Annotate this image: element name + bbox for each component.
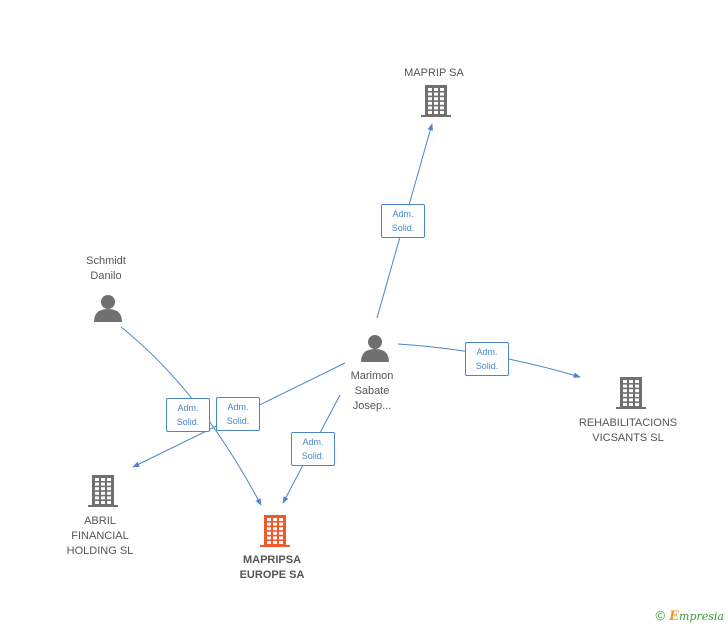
person-icon-marimon[interactable] xyxy=(361,335,389,362)
edge-label-marimon-abril[interactable]: Adm. Solid. xyxy=(216,397,260,431)
icons-layer xyxy=(88,85,646,547)
building-icon-abril[interactable] xyxy=(88,475,118,507)
node-label-maprip[interactable]: MAPRIP SA xyxy=(404,67,464,79)
building-icon-rehab[interactable] xyxy=(616,377,646,409)
edges-layer xyxy=(120,123,581,506)
edge-label-marimon-rehab[interactable]: Adm. Solid. xyxy=(465,342,509,376)
node-label-marimon[interactable]: Marimon Sabate Josep... xyxy=(350,370,394,412)
empresia-brand[interactable]: ©Empresia xyxy=(656,608,724,624)
node-label-schmidt[interactable]: Schmidt Danilo xyxy=(86,255,126,282)
building-icon-maprip[interactable] xyxy=(421,85,451,117)
edge-label-schmidt-mapripsa[interactable]: Adm. Solid. xyxy=(166,398,210,432)
edge-label-marimon-maprip[interactable]: Adm. Solid. xyxy=(381,204,425,238)
brand-first-letter: E xyxy=(669,609,680,624)
edge-label-marimon-mapripsa[interactable]: Adm. Solid. xyxy=(291,432,335,466)
building-icon-mapripsa[interactable] xyxy=(260,515,290,547)
node-label-rehab[interactable]: REHABILITACIONS VICSANTS SL xyxy=(578,417,678,444)
node-label-abril[interactable]: ABRIL FINANCIAL HOLDING SL xyxy=(66,515,134,557)
person-icon-schmidt[interactable] xyxy=(94,295,122,322)
brand-name: mpresia xyxy=(679,610,724,623)
copyright-icon: © xyxy=(655,608,666,623)
node-label-mapripsa[interactable]: MAPRIPSA EUROPE SA xyxy=(239,554,305,581)
